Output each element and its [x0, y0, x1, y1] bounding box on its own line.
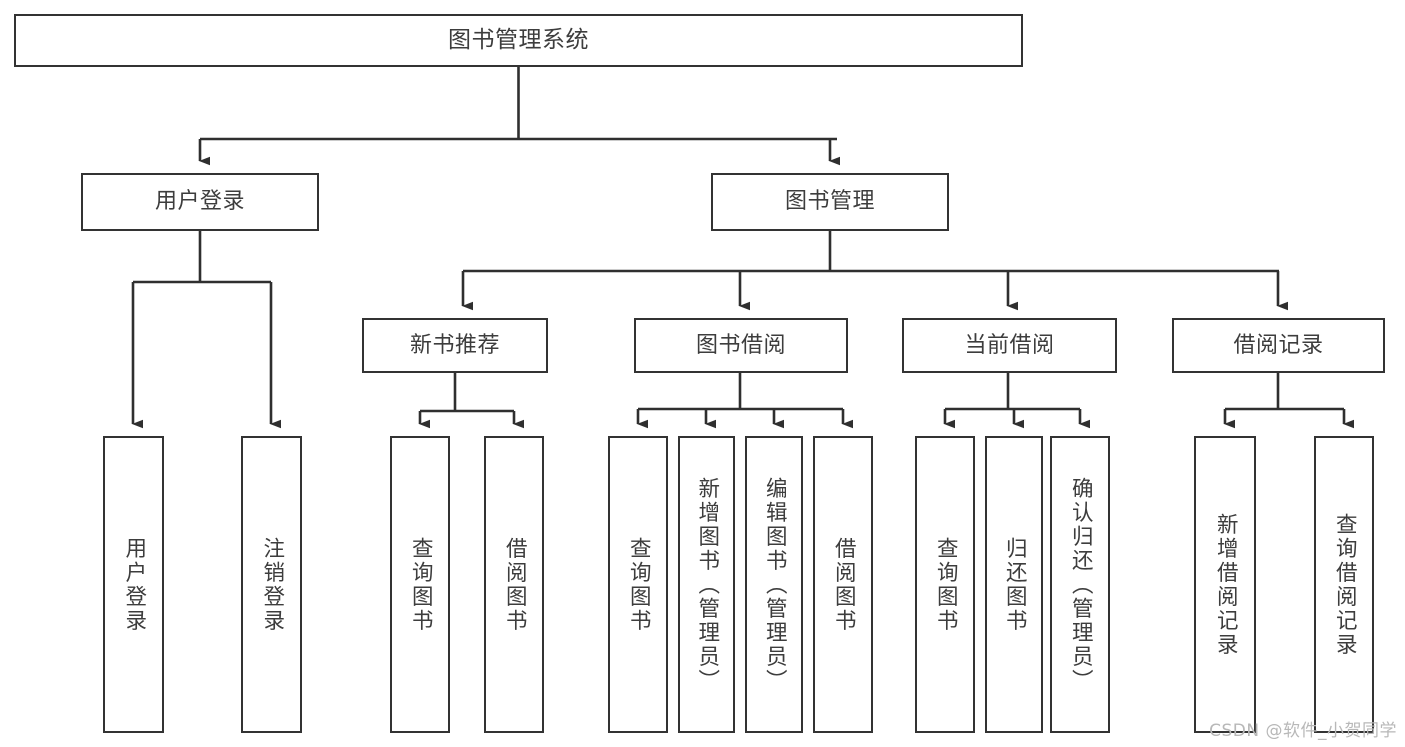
leaf-query-borrow-record[interactable]: 查询借阅记录	[1314, 436, 1374, 733]
leaf-logout-login[interactable]: 注销登录	[241, 436, 302, 733]
node-label: 借阅图书	[502, 536, 528, 633]
node-book-management[interactable]: 图书管理	[711, 173, 949, 231]
leaf-borrow-book[interactable]: 借阅图书	[813, 436, 873, 733]
node-label: 借阅记录	[1233, 332, 1324, 358]
node-root-system[interactable]: 图书管理系统	[14, 14, 1023, 67]
leaf-query-book-recommend[interactable]: 查询图书	[390, 436, 450, 733]
node-label: 图书管理	[784, 189, 875, 215]
node-new-book-recommend[interactable]: 新书推荐	[362, 318, 548, 373]
leaf-query-book-borrow[interactable]: 查询图书	[608, 436, 668, 733]
node-label: 图书借阅	[695, 332, 786, 358]
node-label: 编辑图书（管理员）	[762, 476, 788, 693]
leaf-borrow-book-recommend[interactable]: 借阅图书	[484, 436, 544, 733]
node-label: 借阅图书	[831, 536, 857, 633]
node-label: 当前借阅	[964, 332, 1055, 358]
watermark: CSDN @软件_小贺同学	[1209, 721, 1397, 741]
leaf-add-book-admin[interactable]: 新增图书（管理员）	[678, 436, 735, 733]
node-user-login[interactable]: 用户登录	[81, 173, 319, 231]
leaf-user-login[interactable]: 用户登录	[103, 436, 164, 733]
node-label: 新增借阅记录	[1213, 512, 1239, 657]
leaf-add-borrow-record[interactable]: 新增借阅记录	[1194, 436, 1256, 733]
node-label: 确认归还（管理员）	[1068, 476, 1094, 693]
node-label: 注销登录	[259, 536, 285, 633]
node-label: 新增图书（管理员）	[694, 476, 720, 693]
node-label: 查询图书	[408, 536, 434, 633]
node-label: 查询图书	[626, 536, 652, 633]
leaf-edit-book-admin[interactable]: 编辑图书（管理员）	[745, 436, 803, 733]
node-label: 用户登录	[121, 536, 147, 633]
node-label: 新书推荐	[409, 332, 500, 358]
node-borrow-record[interactable]: 借阅记录	[1172, 318, 1385, 373]
node-label: 查询借阅记录	[1332, 512, 1358, 657]
leaf-return-book[interactable]: 归还图书	[985, 436, 1043, 733]
node-label: 查询图书	[933, 536, 959, 633]
leaf-query-book-current[interactable]: 查询图书	[915, 436, 975, 733]
node-label: 归还图书	[1002, 536, 1028, 633]
leaf-confirm-return-admin[interactable]: 确认归还（管理员）	[1050, 436, 1110, 733]
node-label: 用户登录	[154, 189, 245, 215]
node-label: 图书管理系统	[448, 26, 589, 53]
node-book-borrow[interactable]: 图书借阅	[634, 318, 848, 373]
node-current-borrow[interactable]: 当前借阅	[902, 318, 1117, 373]
